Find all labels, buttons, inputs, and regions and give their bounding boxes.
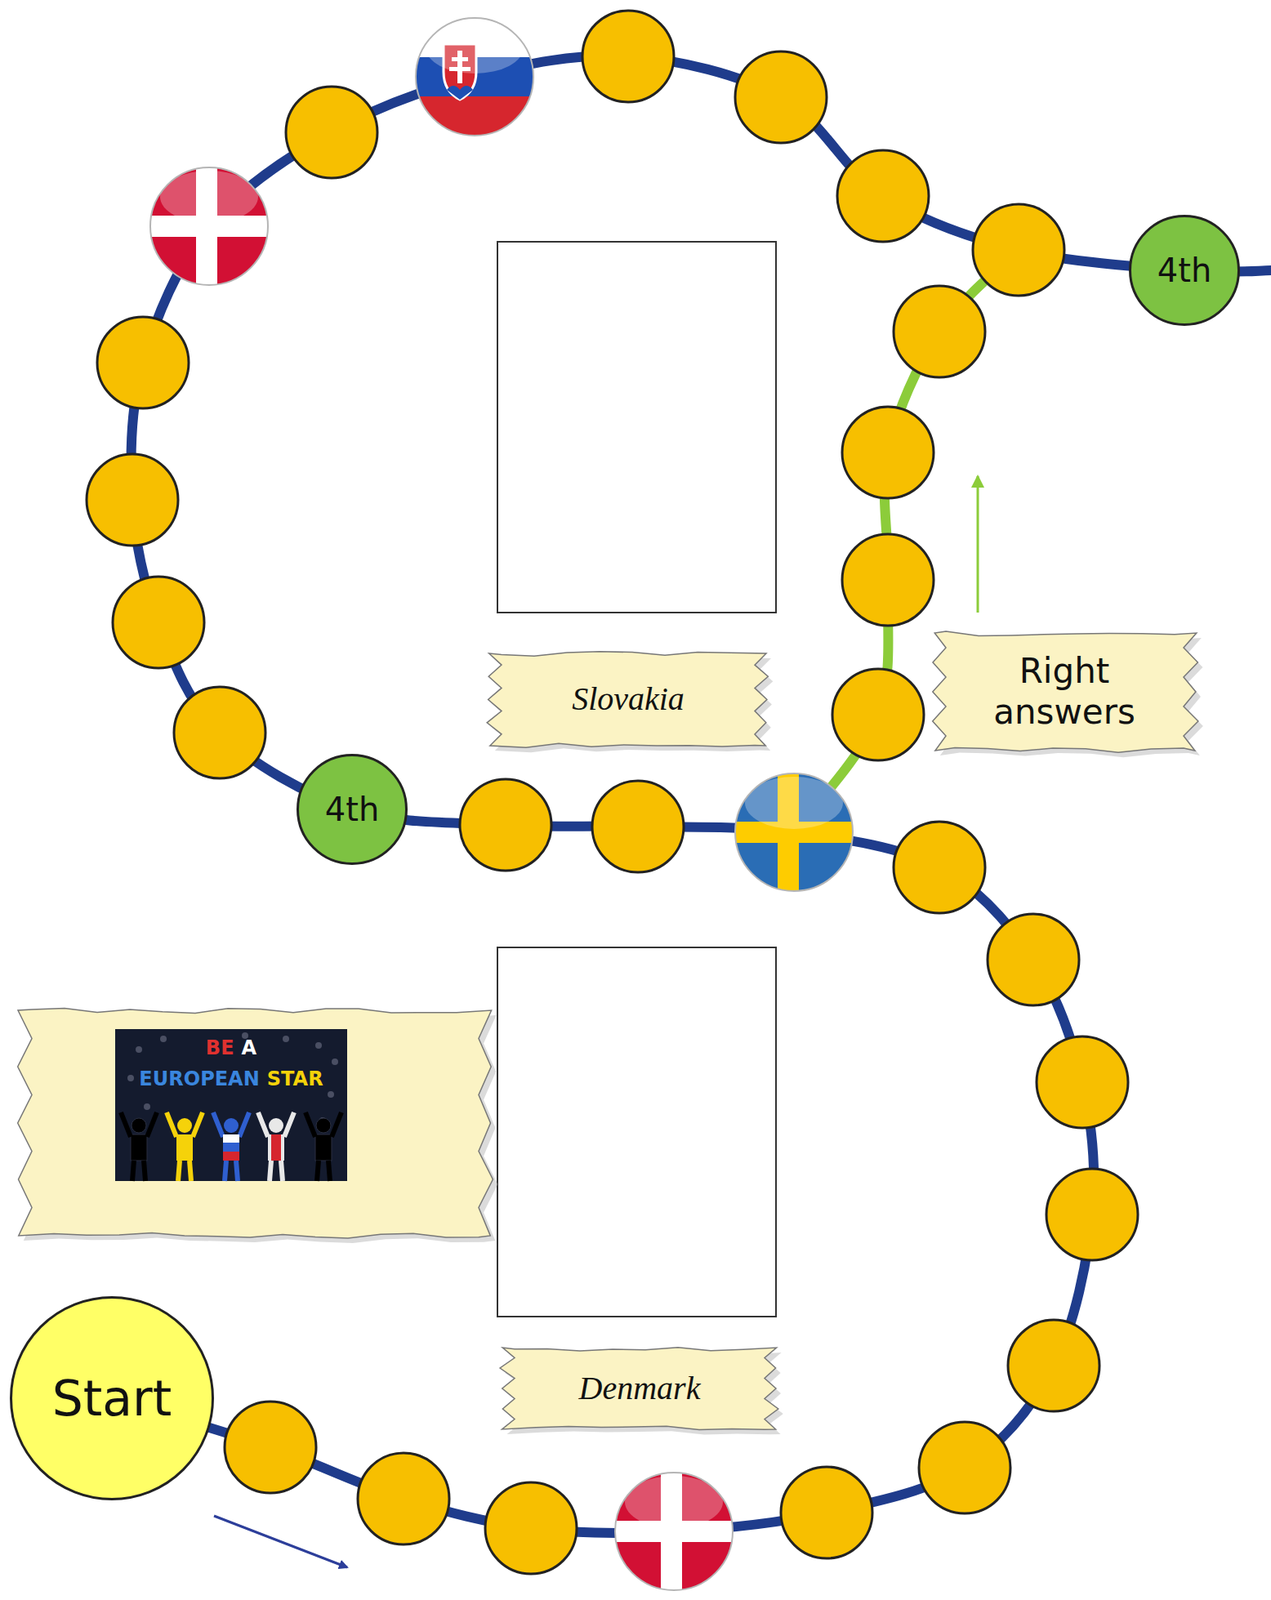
- badge-rim: [615, 1472, 733, 1591]
- space-label: 4th: [325, 789, 380, 830]
- logo-figure-stripe: [222, 1151, 240, 1161]
- logo-figure: [166, 1112, 203, 1182]
- logo-word: BE: [205, 1036, 235, 1060]
- flag-badge: [415, 17, 534, 136]
- logo-figure-stripe: [271, 1134, 281, 1161]
- flag-badge: [150, 167, 268, 286]
- board-space: [173, 686, 266, 779]
- card-box: [497, 947, 776, 1317]
- logo-figure: [213, 1112, 250, 1182]
- logo-word: A: [241, 1036, 258, 1060]
- board-space: [582, 10, 674, 103]
- bonus-space: 4th: [296, 753, 408, 866]
- space-label: 4th: [1157, 250, 1212, 290]
- board-space: [459, 779, 552, 871]
- logo-word: STAR: [267, 1067, 324, 1091]
- logo-star: [331, 1058, 339, 1066]
- flag-hills: [446, 85, 473, 100]
- badge-rim: [735, 773, 853, 892]
- board-space: [1007, 1320, 1100, 1412]
- logo-star: [315, 1042, 322, 1049]
- board-space: [1046, 1168, 1138, 1261]
- logo-figure: [258, 1112, 295, 1182]
- banner-paper: [499, 1347, 779, 1431]
- board-space: [285, 86, 378, 179]
- board-space: [735, 51, 827, 143]
- board-space: [893, 821, 986, 914]
- logo-figure: [120, 1112, 157, 1182]
- logo-star: [135, 1046, 143, 1053]
- logo-banner-shape: [17, 1008, 499, 1244]
- space-label: Start: [52, 1369, 173, 1428]
- country-banner: Slovakia: [485, 648, 772, 751]
- board-space: [224, 1401, 317, 1494]
- logo-star: [143, 1103, 151, 1111]
- flag-stripe: [415, 96, 534, 136]
- board-space: [592, 780, 684, 873]
- board-space: [842, 534, 934, 626]
- logo-figure-stripe: [222, 1134, 240, 1143]
- logo-word: EUROPEAN: [138, 1067, 259, 1091]
- flag-badge: [615, 1472, 733, 1591]
- board-space: [987, 914, 1080, 1006]
- logo-star: [127, 1074, 134, 1082]
- flag-badge: [735, 773, 853, 892]
- board-space: [357, 1453, 450, 1545]
- board-space: [842, 406, 934, 499]
- logo-box: [115, 1029, 348, 1182]
- board-space: [1036, 1036, 1129, 1129]
- badge-rim: [415, 17, 534, 136]
- direction-arrow: [214, 1516, 348, 1568]
- board-space: [893, 285, 986, 378]
- banner-text: Slovakia: [571, 679, 685, 719]
- logo-star: [282, 1035, 290, 1043]
- logo-banner: [17, 1008, 499, 1244]
- banner-paper: [486, 651, 768, 748]
- logo-text-line: EUROPEAN STAR: [115, 1066, 348, 1092]
- banner-paper: [17, 1008, 494, 1239]
- track-line: [111, 55, 1271, 1534]
- note-banner: Right answers: [929, 628, 1200, 756]
- banner-text: Denmark: [579, 1369, 701, 1409]
- banner-paper: [932, 631, 1198, 753]
- flag-field: [735, 773, 853, 892]
- board-space: [972, 204, 1065, 296]
- logo-figure: [305, 1112, 342, 1182]
- flag-field: [150, 167, 268, 286]
- flag-field: [615, 1472, 733, 1591]
- banner-text: Right answers: [978, 651, 1151, 734]
- board-space: [97, 316, 189, 409]
- direction-arrow: [976, 476, 980, 613]
- logo-star: [160, 1035, 167, 1043]
- logo-text-line: BEA: [115, 1035, 348, 1061]
- board-space: [837, 150, 929, 242]
- board-space: [485, 1482, 577, 1575]
- badge-rim: [150, 167, 268, 286]
- start-space: Start: [9, 1296, 215, 1501]
- board-space: [86, 454, 179, 546]
- board-space: [112, 576, 205, 669]
- country-banner: Denmark: [498, 1342, 781, 1435]
- board-space: [918, 1422, 1011, 1514]
- card-box: [497, 241, 776, 613]
- bonus-space: 4th: [1128, 214, 1240, 326]
- logo-star: [327, 1091, 335, 1098]
- board-space: [780, 1467, 873, 1559]
- board-space: [832, 668, 924, 761]
